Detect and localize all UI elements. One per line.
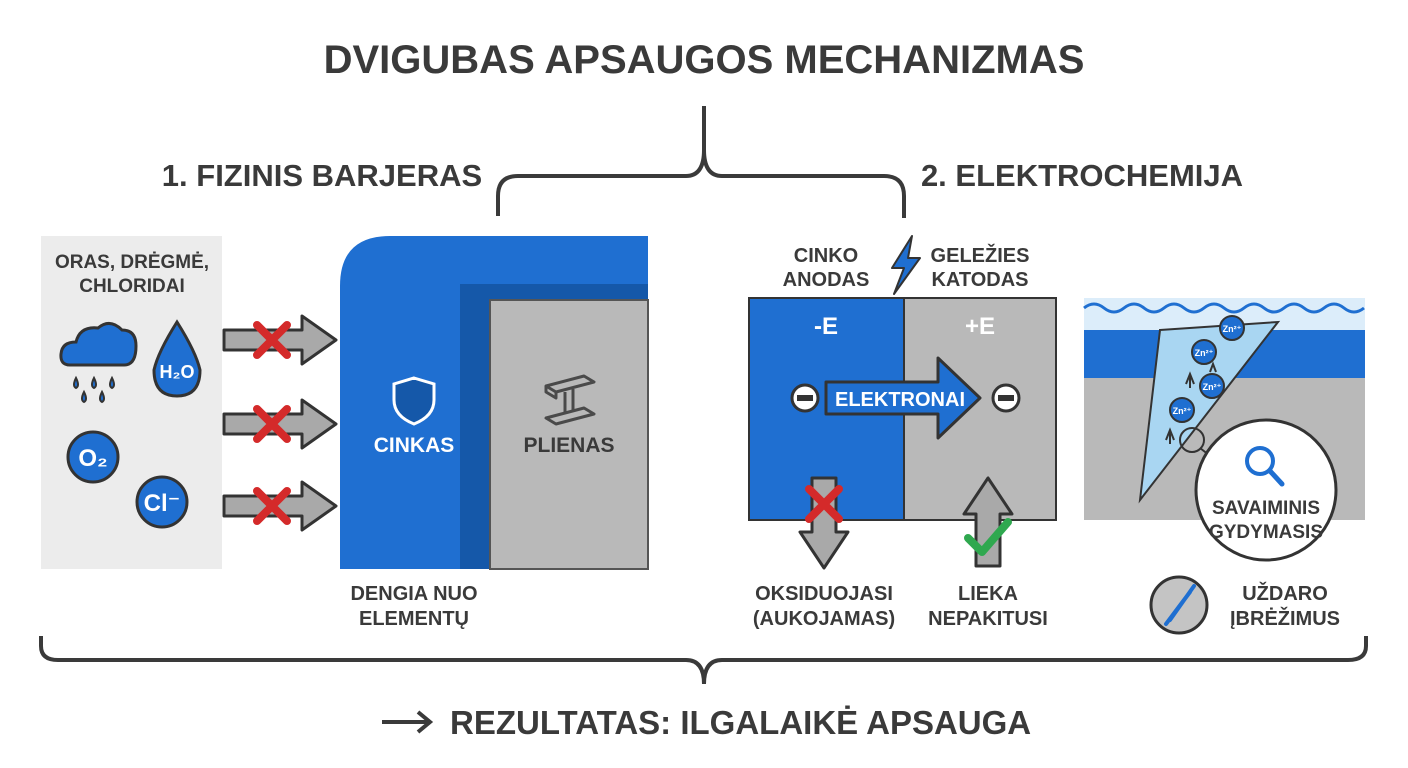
bottom-brace: [39, 636, 1368, 685]
threats-panel: [41, 236, 222, 569]
blocked-arrow-2: [222, 398, 338, 450]
closes-line2: ĮBRĖŽIMUS: [1230, 606, 1340, 630]
plus-e-label: +E: [965, 313, 995, 340]
cathode-label-line1: GELEŽIES: [931, 243, 1030, 267]
blocked-arrow-3: [222, 480, 338, 532]
zn-ion-4: Zn²⁺: [1169, 397, 1195, 423]
steel-beam-icon: [544, 374, 596, 426]
electron-right-icon: [991, 383, 1021, 413]
electron-arrow: ELEKTRONAI: [824, 356, 982, 440]
scratch-seal-icon: [1149, 575, 1209, 635]
closes-line1: UŽDARO: [1242, 581, 1328, 605]
anode-label-line2: ANODAS: [783, 269, 870, 291]
physical-caption-line2: ELEMENTŲ: [359, 608, 469, 630]
electro-heading: 2. ELEKTROCHEMIJA: [921, 158, 1243, 193]
rain-cloud-icon: [59, 322, 138, 404]
chloride-icon: Cl⁻: [135, 475, 189, 529]
remains-arrow: [962, 476, 1014, 568]
result-text: REZULTATAS: ILGALAIKĖ APSAUGA: [450, 704, 1031, 741]
svg-text:Zn²⁺: Zn²⁺: [1203, 382, 1222, 392]
oxidation-arrow: [798, 476, 850, 570]
cathode-block: [903, 297, 1057, 521]
svg-text:Zn²⁺: Zn²⁺: [1195, 348, 1214, 358]
lightning-icon: [891, 235, 921, 295]
minus-e-label: -E: [814, 313, 838, 340]
remains-line1: LIEKA: [958, 583, 1018, 605]
steel-label: PLIENAS: [523, 434, 614, 457]
cathode-label-line2: KATODAS: [931, 269, 1028, 291]
oxidizes-line1: OKSIDUOJASI: [755, 583, 893, 605]
svg-text:Zn²⁺: Zn²⁺: [1173, 406, 1192, 416]
remains-line2: NEPAKITUSI: [928, 608, 1048, 630]
zn-ion-3: Zn²⁺: [1199, 373, 1225, 399]
result-arrow-icon: [382, 710, 434, 734]
top-brace: [496, 106, 906, 218]
threats-label-line1: ORAS, DRĖGMĖ,: [55, 252, 209, 273]
zn-ion-2: Zn²⁺: [1191, 339, 1217, 365]
zn-ion-1: Zn²⁺: [1219, 315, 1245, 341]
shield-icon: [392, 376, 436, 426]
water-drop-icon: H₂O: [152, 319, 202, 398]
physical-heading: 1. FIZINIS BARJERAS: [162, 158, 482, 193]
anode-label-line1: CINKO: [794, 245, 858, 267]
threats-label-line2: CHLORIDAI: [79, 276, 185, 297]
electron-left-icon: [790, 383, 820, 413]
self-heal-line2: GYDYMASIS: [1209, 522, 1323, 543]
self-heal-line1: SAVAIMINIS: [1212, 498, 1320, 519]
magnifier-icon: [1245, 446, 1285, 487]
svg-text:H₂O: H₂O: [160, 362, 195, 382]
steel-base: [489, 299, 649, 570]
svg-text:Cl⁻: Cl⁻: [144, 490, 181, 517]
electron-arrow-label: ELEKTRONAI: [835, 389, 965, 411]
svg-text:O₂: O₂: [78, 445, 107, 472]
oxygen-icon: O₂: [66, 430, 120, 484]
magnifier-callout: SAVAIMINIS GYDYMASIS: [1194, 418, 1338, 562]
oxidizes-line2: (AUKOJAMAS): [753, 608, 895, 630]
blocked-arrow-1: [222, 314, 338, 366]
check-icon: [964, 518, 1012, 556]
zinc-label: CINKAS: [374, 434, 455, 457]
main-title: DVIGUBAS APSAUGOS MECHANIZMAS: [324, 38, 1085, 82]
physical-caption-line1: DENGIA NUO: [350, 583, 477, 605]
svg-text:Zn²⁺: Zn²⁺: [1223, 324, 1242, 334]
